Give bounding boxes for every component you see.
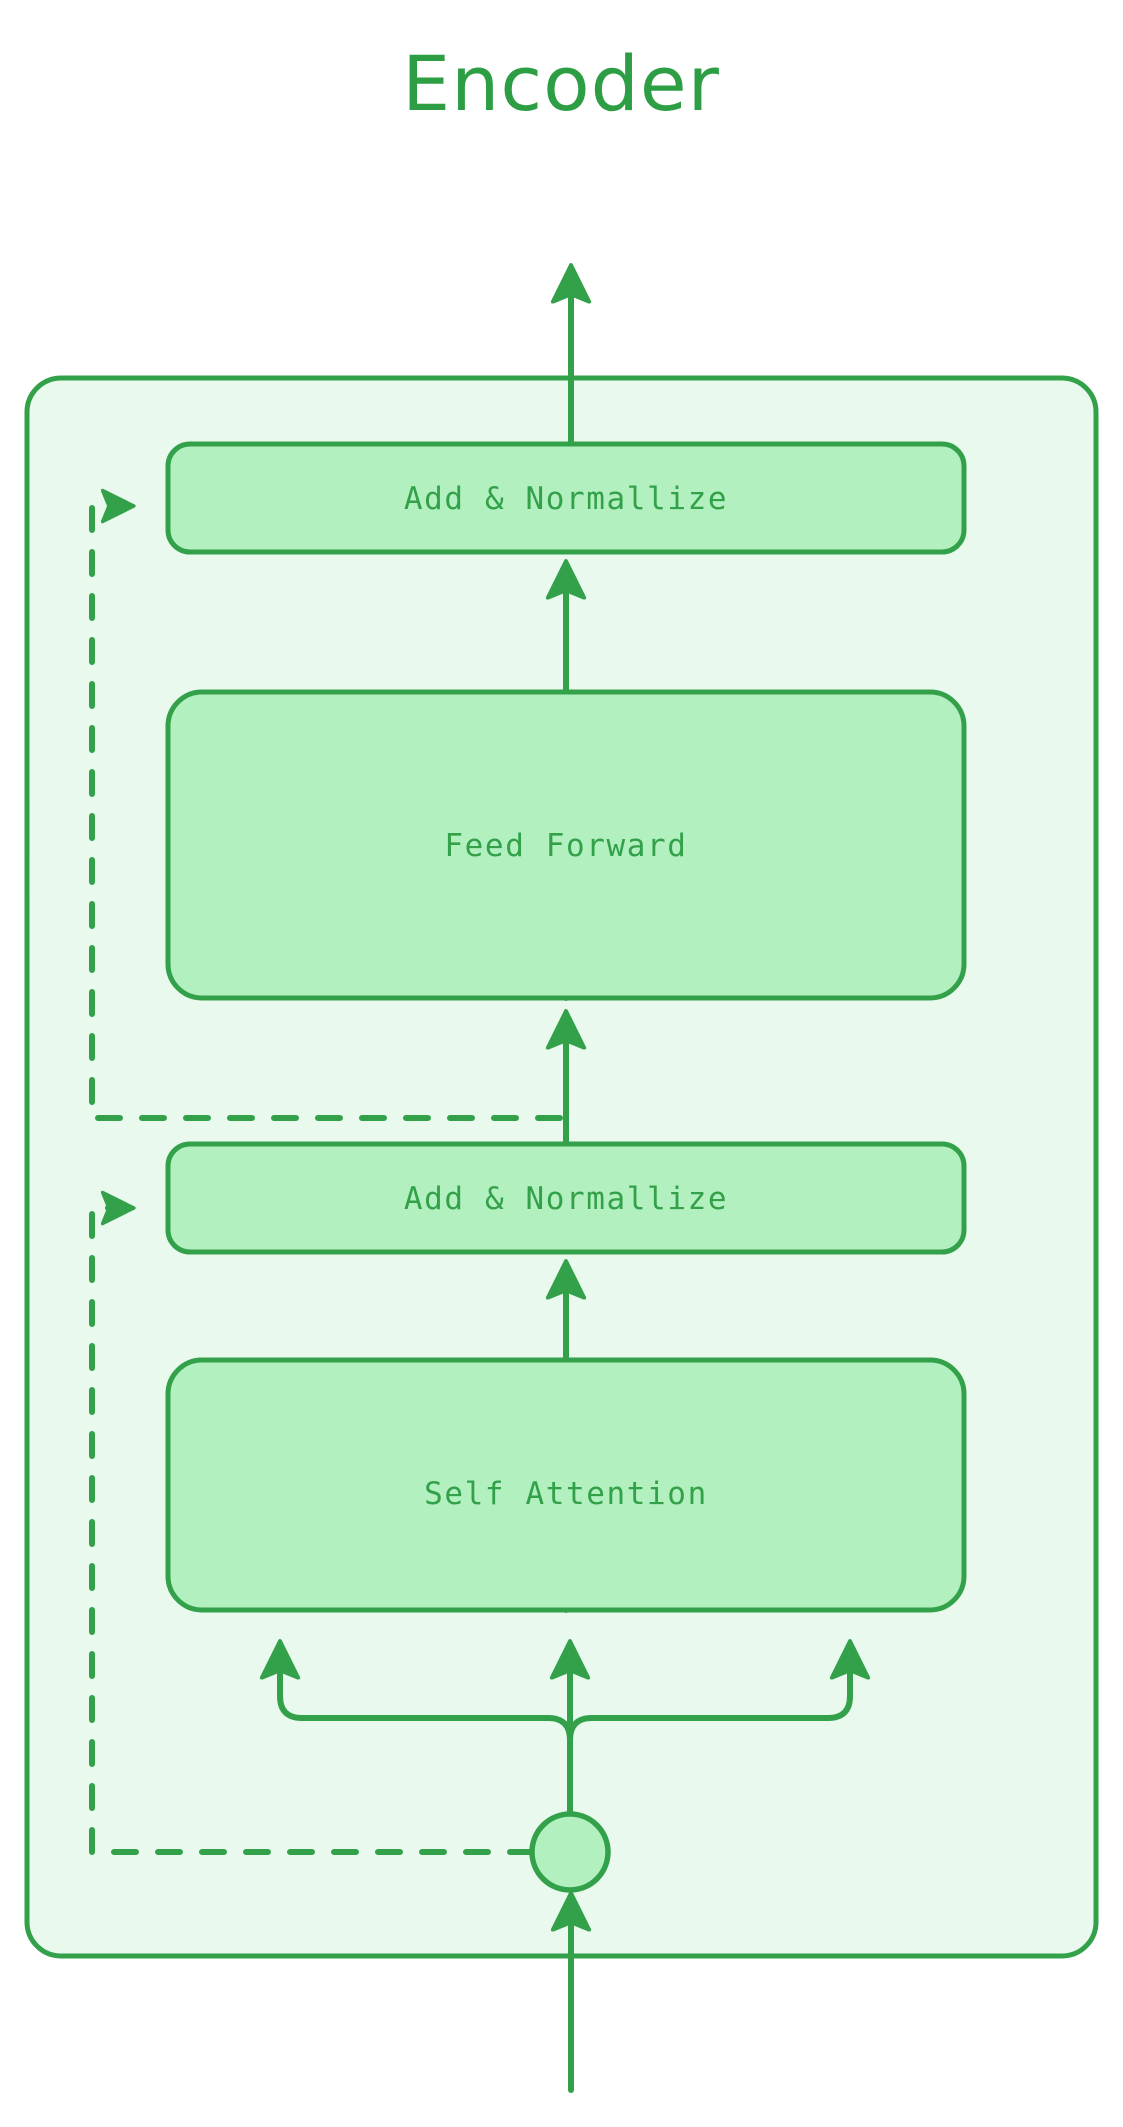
- node-add-norm-top[interactable]: [165, 441, 967, 555]
- node-add-norm-bottom[interactable]: [165, 1141, 967, 1255]
- node-label-self-attention: Self Attention: [424, 1476, 708, 1512]
- node-label-add-norm-top: Add & Normallize: [404, 481, 728, 517]
- node-self-attention[interactable]: [165, 1357, 967, 1613]
- edge-residual-bottom: [89, 1208, 535, 1855]
- page-title: Encoder: [402, 39, 720, 128]
- edge-junction-to-attention-right: [567, 1648, 850, 1817]
- node-label-add-norm-bottom: Add & Normallize: [404, 1181, 728, 1217]
- node-input-junction[interactable]: [529, 1811, 611, 1893]
- node-label-feed-forward: Feed Forward: [444, 828, 687, 864]
- edge-residual-top: [89, 506, 569, 1121]
- node-feed-forward[interactable]: [165, 689, 967, 1001]
